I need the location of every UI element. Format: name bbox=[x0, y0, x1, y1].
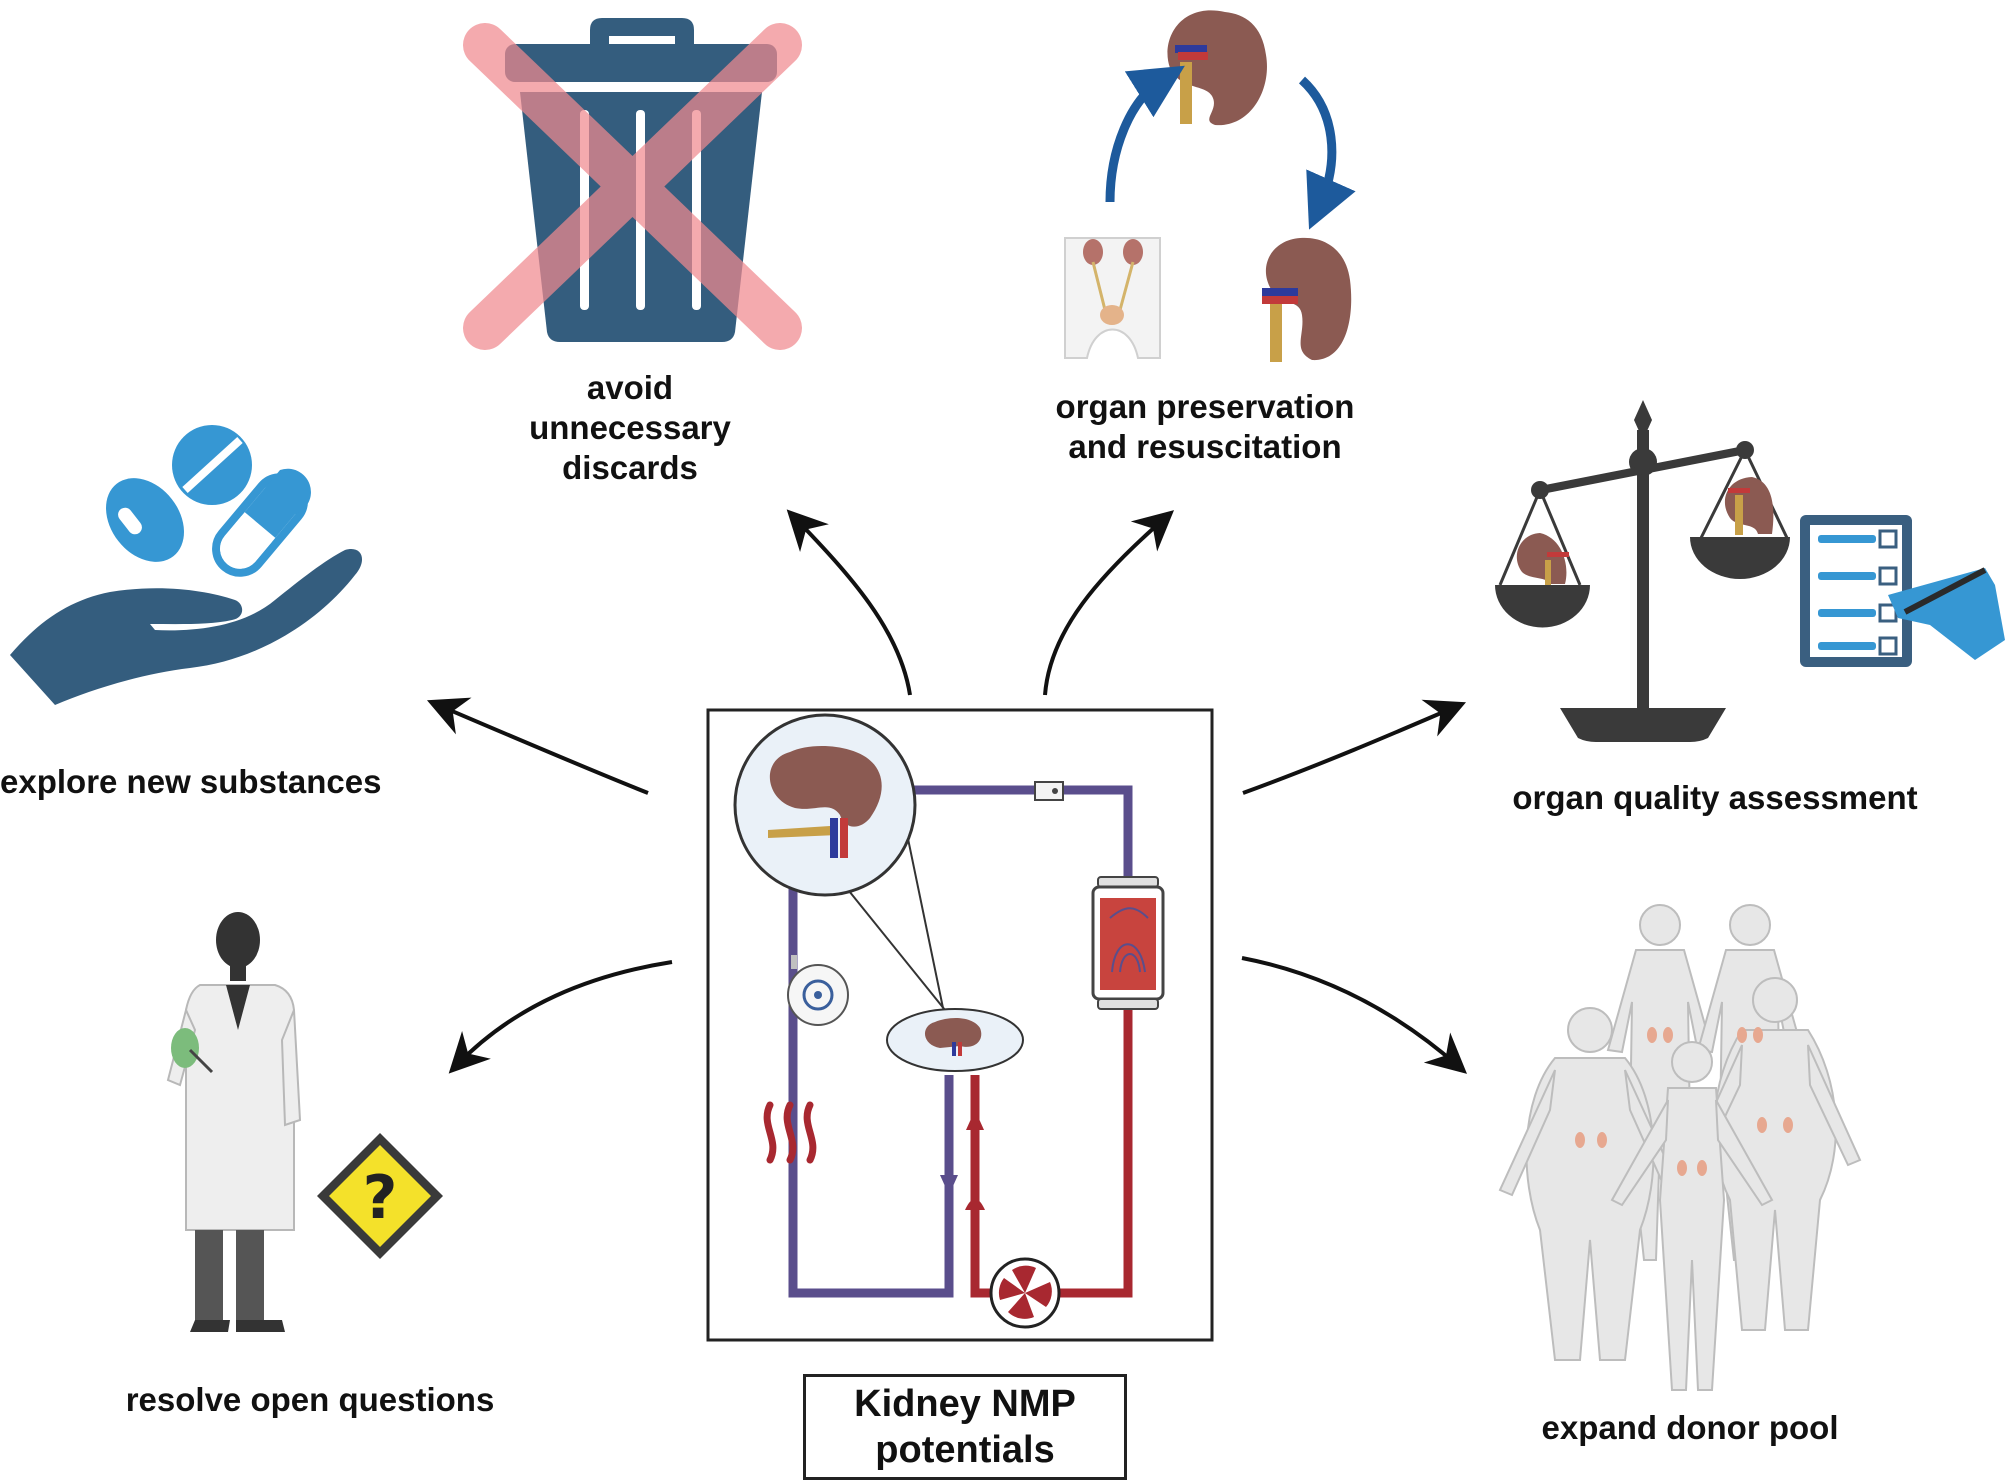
label-open-questions: resolve open questions bbox=[125, 1381, 495, 1418]
arrow-to-substances bbox=[426, 697, 649, 795]
kidney-icon bbox=[1262, 237, 1352, 362]
arrow-to-preservation bbox=[1043, 510, 1175, 696]
warning-question-icon: ? bbox=[317, 1133, 443, 1259]
recycle-arrows-icon bbox=[1105, 65, 1356, 230]
reservoir-gauge-icon bbox=[787, 955, 849, 1026]
balance-scale-icon bbox=[1495, 400, 1790, 742]
kidney-icon bbox=[1167, 10, 1267, 126]
label-explore-substances: explore new substances bbox=[0, 763, 382, 800]
center-title-box: Kidney NMP potentials bbox=[803, 1374, 1127, 1480]
kidney-icon bbox=[1516, 477, 1774, 585]
arrow-to-donor bbox=[1241, 956, 1468, 1074]
pump-icon bbox=[989, 1257, 1061, 1329]
label-organ-preservation: organ preservation and resuscitation bbox=[1055, 388, 1355, 465]
label-donor-pool: expand donor pool bbox=[1541, 1409, 1839, 1446]
perfusion-circuit-icon bbox=[706, 708, 1214, 1342]
crossed-out-icon bbox=[463, 23, 802, 350]
pelvis-icon bbox=[1064, 237, 1161, 359]
checklist-icon bbox=[1800, 515, 2005, 667]
center-title-line2: potentials bbox=[875, 1429, 1055, 1471]
outgoing-arrows bbox=[426, 509, 1468, 1074]
label-quality-assessment: organ quality assessment bbox=[1512, 779, 1918, 816]
label-avoid-discards: avoid unnecessary discards bbox=[529, 369, 731, 486]
oxygenator-icon bbox=[1091, 876, 1165, 1010]
arrow-to-quality bbox=[1242, 699, 1467, 795]
center-title-line1: Kidney NMP bbox=[854, 1383, 1076, 1425]
heater-icon bbox=[763, 1101, 817, 1164]
scientist-icon bbox=[166, 912, 302, 1332]
donor-kidney-marks bbox=[1575, 1027, 1793, 1176]
question-mark: ? bbox=[363, 1163, 398, 1233]
arrow-to-discards bbox=[786, 509, 912, 696]
hand-pills-icon bbox=[10, 425, 363, 705]
arrow-to-questions bbox=[448, 960, 673, 1074]
human-bodies-icon bbox=[1498, 904, 1862, 1391]
